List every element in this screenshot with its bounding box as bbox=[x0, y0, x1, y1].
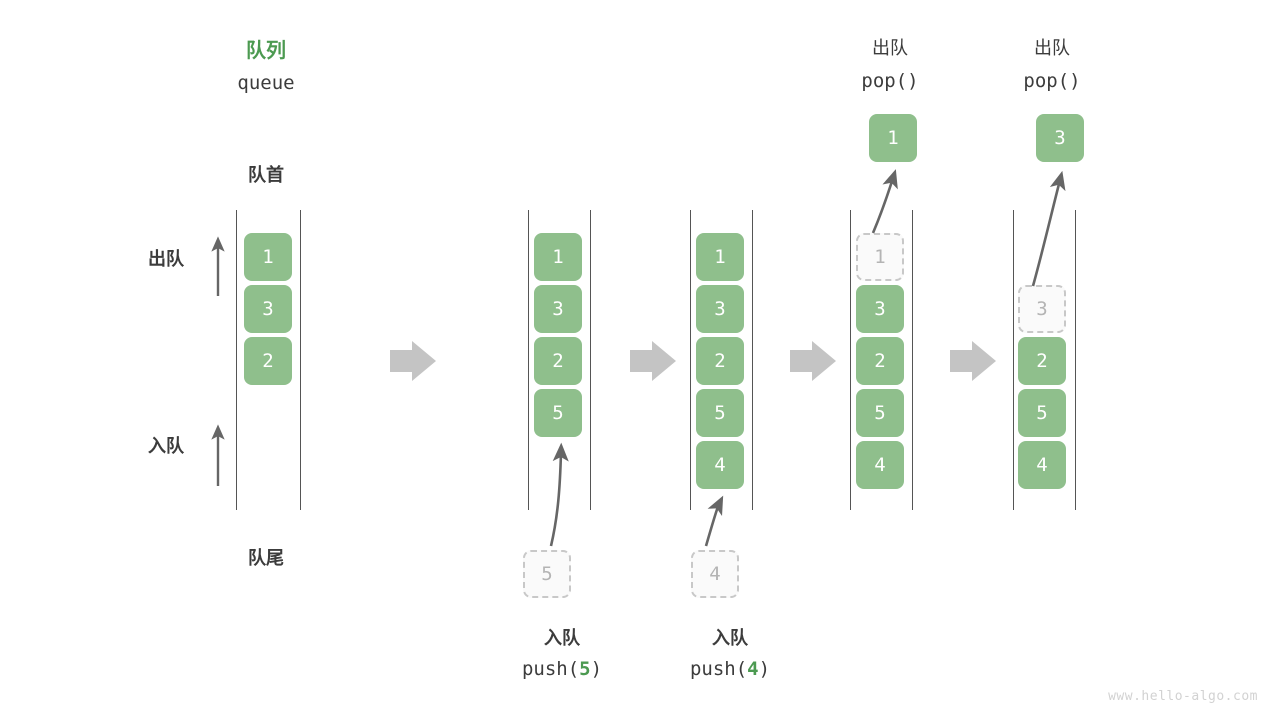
column-2-caption-code: push(5) bbox=[522, 658, 602, 680]
separator-arrow-1 bbox=[390, 341, 436, 381]
separator-arrow-2 bbox=[630, 341, 676, 381]
column-3-cell-2: 2 bbox=[696, 337, 744, 385]
column-3-caption-code-prefix: push( bbox=[689, 658, 748, 680]
column-5-cell-1: 2 bbox=[1018, 337, 1066, 385]
column-1-rail-left bbox=[236, 210, 237, 510]
column-4-popped-value: 1 bbox=[869, 114, 917, 162]
column-5-top-label-cn: 出队 bbox=[1034, 38, 1070, 59]
column-4-cell-4: 4 bbox=[856, 441, 904, 489]
column-3-caption-arg: 4 bbox=[747, 658, 759, 680]
column-4-cell-0-ghost: 1 bbox=[856, 233, 904, 281]
column-3-caption-code-suffix: ) bbox=[758, 658, 771, 680]
column-5-cell-3: 4 bbox=[1018, 441, 1066, 489]
enqueue-direction-label: 入队 bbox=[148, 436, 184, 457]
column-3-cell-0: 1 bbox=[696, 233, 744, 281]
column-2-rail-left bbox=[528, 210, 529, 510]
column-5-cell-2: 5 bbox=[1018, 389, 1066, 437]
column-2-caption-arg: 5 bbox=[579, 658, 591, 680]
column-4-cell-1: 3 bbox=[856, 285, 904, 333]
column-2-cell-2: 2 bbox=[534, 337, 582, 385]
column-2-push-arrow bbox=[549, 442, 569, 547]
column-2-caption-code-prefix: push( bbox=[521, 658, 580, 680]
column-2-cell-0: 1 bbox=[534, 233, 582, 281]
dequeue-direction-label: 出队 bbox=[148, 249, 184, 270]
column-4-pop-arrow bbox=[871, 169, 898, 234]
column-1-cell-0: 1 bbox=[244, 233, 292, 281]
column-1-cell-2: 2 bbox=[244, 337, 292, 385]
column-3-push-arrow bbox=[704, 495, 724, 547]
column-5-pop-arrow bbox=[1031, 170, 1066, 287]
column-3-rail-left bbox=[690, 210, 691, 510]
queue-tail-label: 队尾 bbox=[248, 548, 284, 569]
diagram-title-cn: 队列 bbox=[246, 38, 286, 62]
column-3-incoming-ghost: 4 bbox=[691, 550, 739, 598]
diagram-title-en: queue bbox=[237, 72, 295, 94]
column-2-incoming-ghost: 5 bbox=[523, 550, 571, 598]
column-1-rail-right bbox=[300, 210, 301, 510]
column-2-caption-code-suffix: ) bbox=[590, 658, 603, 680]
column-3-rail-right bbox=[752, 210, 753, 510]
column-4-top-label-code: pop() bbox=[861, 70, 919, 92]
column-2-cell-1: 3 bbox=[534, 285, 582, 333]
column-4-rail-right bbox=[912, 210, 913, 510]
separator-arrow-3 bbox=[790, 341, 836, 381]
column-1-cell-1: 3 bbox=[244, 285, 292, 333]
column-3-cell-3: 5 bbox=[696, 389, 744, 437]
column-5-cell-0-ghost: 3 bbox=[1018, 285, 1066, 333]
column-5-top-label-code: pop() bbox=[1023, 70, 1081, 92]
column-4-cell-2: 2 bbox=[856, 337, 904, 385]
separator-arrow-4 bbox=[950, 341, 996, 381]
column-2-rail-right bbox=[590, 210, 591, 510]
column-3-caption-cn: 入队 bbox=[712, 628, 748, 649]
column-3-cell-1: 3 bbox=[696, 285, 744, 333]
column-4-cell-3: 5 bbox=[856, 389, 904, 437]
column-3-cell-4: 4 bbox=[696, 441, 744, 489]
column-5-popped-value: 3 bbox=[1036, 114, 1084, 162]
site-watermark: www.hello-algo.com bbox=[1108, 689, 1258, 704]
column-2-caption-cn: 入队 bbox=[544, 628, 580, 649]
column-2-cell-3: 5 bbox=[534, 389, 582, 437]
column-5-rail-right bbox=[1075, 210, 1076, 510]
column-4-rail-left bbox=[850, 210, 851, 510]
column-5-rail-left bbox=[1013, 210, 1014, 510]
queue-head-label: 队首 bbox=[248, 165, 284, 186]
column-4-top-label-cn: 出队 bbox=[872, 38, 908, 59]
column-3-caption-code: push(4) bbox=[690, 658, 770, 680]
